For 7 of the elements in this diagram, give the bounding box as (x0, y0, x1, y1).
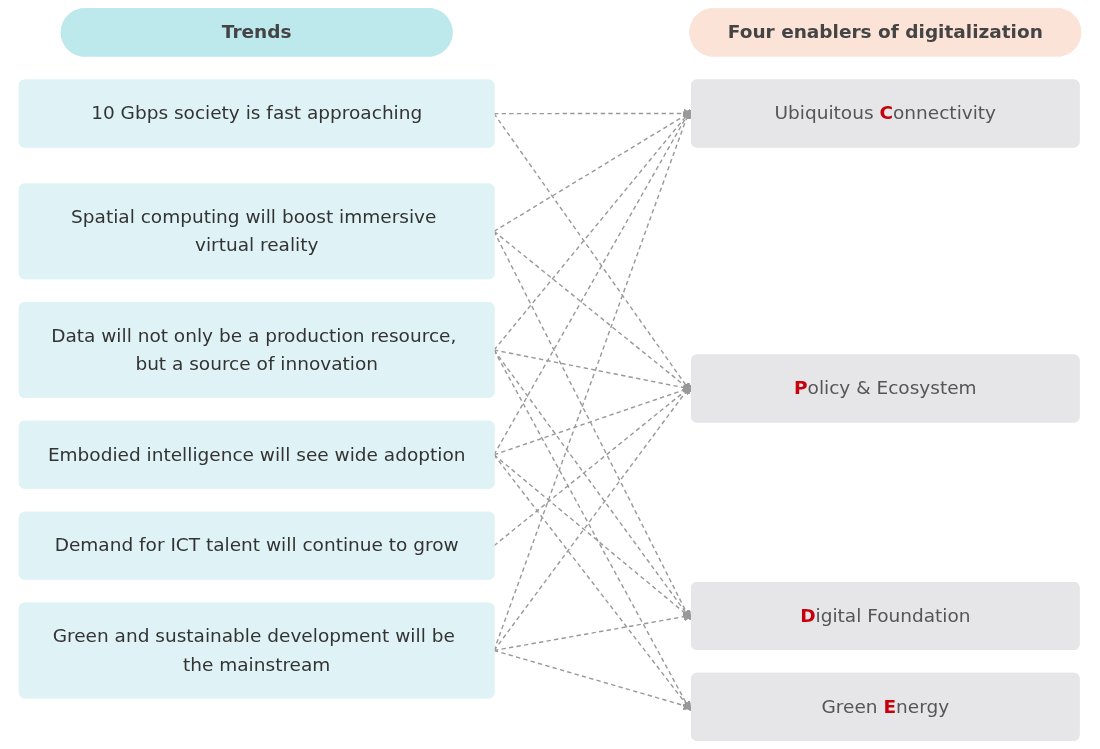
arrow (493, 384, 692, 652)
arrow (493, 349, 692, 620)
arrow (493, 109, 691, 456)
arrow (493, 230, 691, 621)
arrow (493, 108, 692, 652)
arrow (493, 454, 692, 711)
arrow (493, 349, 691, 712)
